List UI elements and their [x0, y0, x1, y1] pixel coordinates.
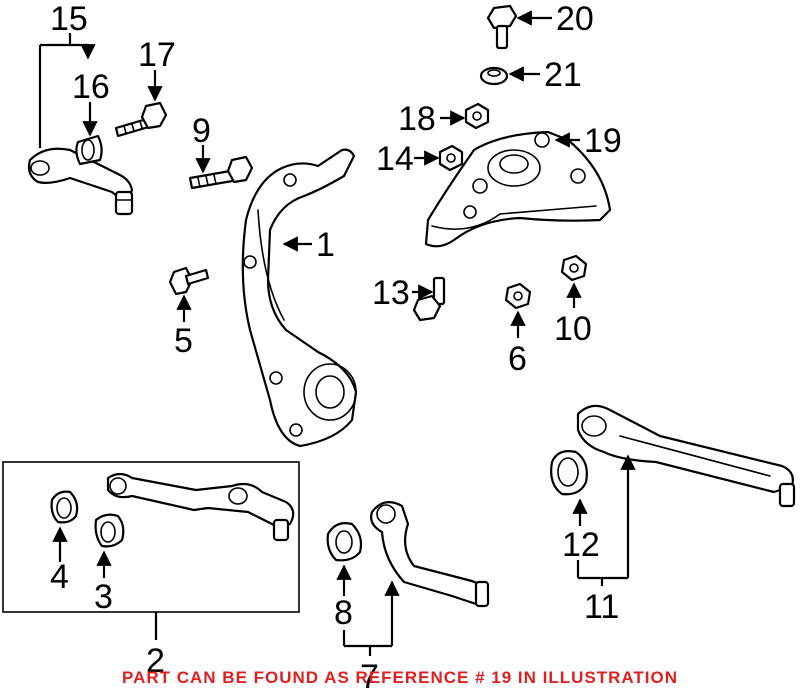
callout-7: 7 [360, 658, 379, 696]
callout-4: 4 [50, 558, 69, 596]
part-4-bushing[interactable] [50, 490, 79, 524]
part-6-nut[interactable] [504, 282, 532, 310]
part-10-nut[interactable] [560, 254, 588, 282]
part-8-bushing[interactable] [326, 522, 363, 562]
part-2-group-box [2, 461, 300, 613]
callout-12: 12 [562, 526, 600, 564]
part-1-steering-knuckle[interactable] [241, 148, 358, 448]
callout-2: 2 [146, 642, 165, 680]
callout-13: 13 [372, 274, 410, 312]
callout-3: 3 [94, 578, 113, 616]
callout-16: 16 [72, 68, 110, 106]
callout-9: 9 [192, 112, 211, 150]
part-3-bushing[interactable] [94, 513, 125, 548]
part-16-bushing[interactable] [75, 134, 103, 166]
part-2-lower-control-arm[interactable] [106, 472, 295, 542]
part-18-nut[interactable] [464, 102, 490, 130]
part-11-lower-control-arm[interactable] [576, 404, 796, 508]
callout-19: 19 [584, 122, 622, 160]
leader-lines [38, 10, 628, 656]
part-20-bolt[interactable] [486, 4, 518, 50]
part-21-washer[interactable] [479, 66, 509, 86]
callout-21: 21 [544, 56, 582, 94]
callout-17: 17 [138, 36, 176, 74]
callout-8: 8 [334, 594, 353, 632]
part-17-bolt[interactable] [114, 101, 168, 138]
callout-11: 11 [584, 588, 619, 626]
callout-1: 1 [316, 226, 335, 264]
callout-labels: 15 16 17 9 1 5 20 21 18 19 14 13 6 10 12… [50, 0, 622, 696]
part-19-strut-mount[interactable] [424, 130, 612, 248]
callout-20: 20 [556, 0, 594, 38]
part-13-bolt[interactable] [412, 276, 446, 322]
part-15-upper-control-arm[interactable] [27, 147, 134, 216]
callout-18: 18 [398, 100, 436, 138]
part-12-bushing[interactable] [550, 450, 588, 496]
callout-14: 14 [376, 140, 414, 178]
part-14-nut[interactable] [438, 144, 464, 172]
callout-6: 6 [508, 340, 527, 378]
callout-15: 15 [50, 0, 88, 38]
reference-note: PART CAN BE FOUND AS REFERENCE # 19 IN I… [122, 668, 678, 687]
part-7-lower-front-arm[interactable] [370, 501, 490, 608]
part-5-bolt[interactable] [168, 266, 210, 296]
part-9-bolt[interactable] [188, 155, 254, 190]
callout-5: 5 [174, 322, 193, 360]
callout-10: 10 [554, 310, 592, 348]
